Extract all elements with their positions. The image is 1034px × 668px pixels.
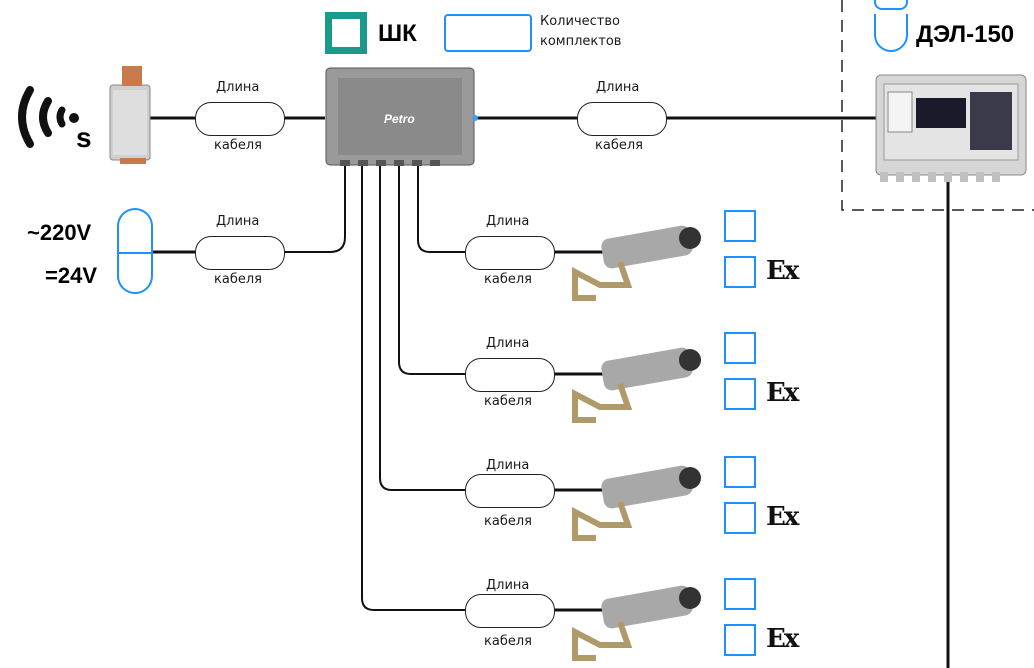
del-dashed-boundary [841, 0, 1034, 211]
wire-power-right [283, 165, 346, 253]
cable-label-bottom: кабеля [214, 138, 262, 153]
wireless-icon [18, 86, 79, 148]
wire-cam3 [379, 165, 465, 491]
sensor-s-label: s [76, 122, 92, 153]
camera-icon-4 [572, 585, 701, 661]
del-150-label: ДЭЛ-150 [916, 21, 1015, 48]
cable-length-input-del[interactable] [577, 102, 667, 136]
camera-2-ex-checkbox[interactable] [724, 378, 756, 410]
kits-quantity-input[interactable] [444, 14, 532, 52]
cable-length-input-power[interactable] [195, 236, 285, 270]
cable-label-top: Длина [486, 458, 530, 473]
kits-label: Количество комплектов [540, 12, 621, 52]
cable-label-bottom: кабеля [214, 272, 262, 287]
del-150-checkbox[interactable] [874, 14, 908, 52]
kits-label-line2: комплектов [540, 34, 622, 49]
cable-length-input-cam4[interactable] [465, 594, 555, 628]
shk-checkbox[interactable] [325, 12, 367, 54]
camera-icon-1 [572, 225, 701, 301]
wire-cam2 [398, 165, 465, 375]
wire-cam4 [361, 165, 465, 611]
camera-1-checkbox[interactable] [724, 210, 756, 242]
kits-label-line1: Количество [540, 14, 620, 29]
camera-4-ex-checkbox[interactable] [724, 624, 756, 656]
camera-icon-3 [572, 465, 701, 541]
cable-label-top: Длина [216, 80, 260, 95]
camera-3-ex-label: Ex [766, 502, 799, 532]
cable-label-top: Длина [596, 80, 640, 95]
ac-220v-label: ~220V [27, 220, 92, 245]
cable-label-bottom: кабеля [484, 272, 532, 287]
camera-3-checkbox[interactable] [724, 456, 756, 488]
cable-label-bottom: кабеля [484, 634, 532, 649]
del-150-device-icon [875, 74, 1027, 182]
cable-label-bottom: кабеля [484, 514, 532, 529]
cable-label-bottom: кабеля [484, 394, 532, 409]
camera-1-ex-label: Ex [766, 256, 799, 286]
camera-4-checkbox[interactable] [724, 578, 756, 610]
cable-label-bottom: кабеля [595, 138, 643, 153]
camera-icon-2 [572, 347, 701, 423]
cable-label-top: Длина [486, 578, 530, 593]
cable-label-top: Длина [486, 336, 530, 351]
cable-length-input-cam1[interactable] [465, 236, 555, 270]
cable-label-top: Длина [216, 214, 260, 229]
sensor-device-icon [109, 66, 151, 164]
shk-label: ШК [378, 20, 417, 47]
dc-24v-label: =24V [45, 263, 97, 288]
cable-label-top: Длина [486, 214, 530, 229]
camera-2-ex-label: Ex [766, 378, 799, 408]
camera-1-ex-checkbox[interactable] [724, 256, 756, 288]
dc-24v-checkbox[interactable] [117, 252, 153, 294]
controller-box-icon [325, 67, 478, 166]
camera-2-checkbox[interactable] [724, 332, 756, 364]
controller-brand-text: Petro [384, 112, 415, 126]
camera-4-ex-label: Ex [766, 624, 799, 654]
wire-cam1 [417, 165, 465, 253]
cable-length-input-cam3[interactable] [465, 474, 555, 508]
del-top-checkbox[interactable] [874, 0, 908, 10]
cable-length-input-sensor[interactable] [195, 102, 285, 136]
camera-3-ex-checkbox[interactable] [724, 502, 756, 534]
cable-length-input-cam2[interactable] [465, 358, 555, 392]
ac-220v-checkbox[interactable] [117, 208, 153, 252]
